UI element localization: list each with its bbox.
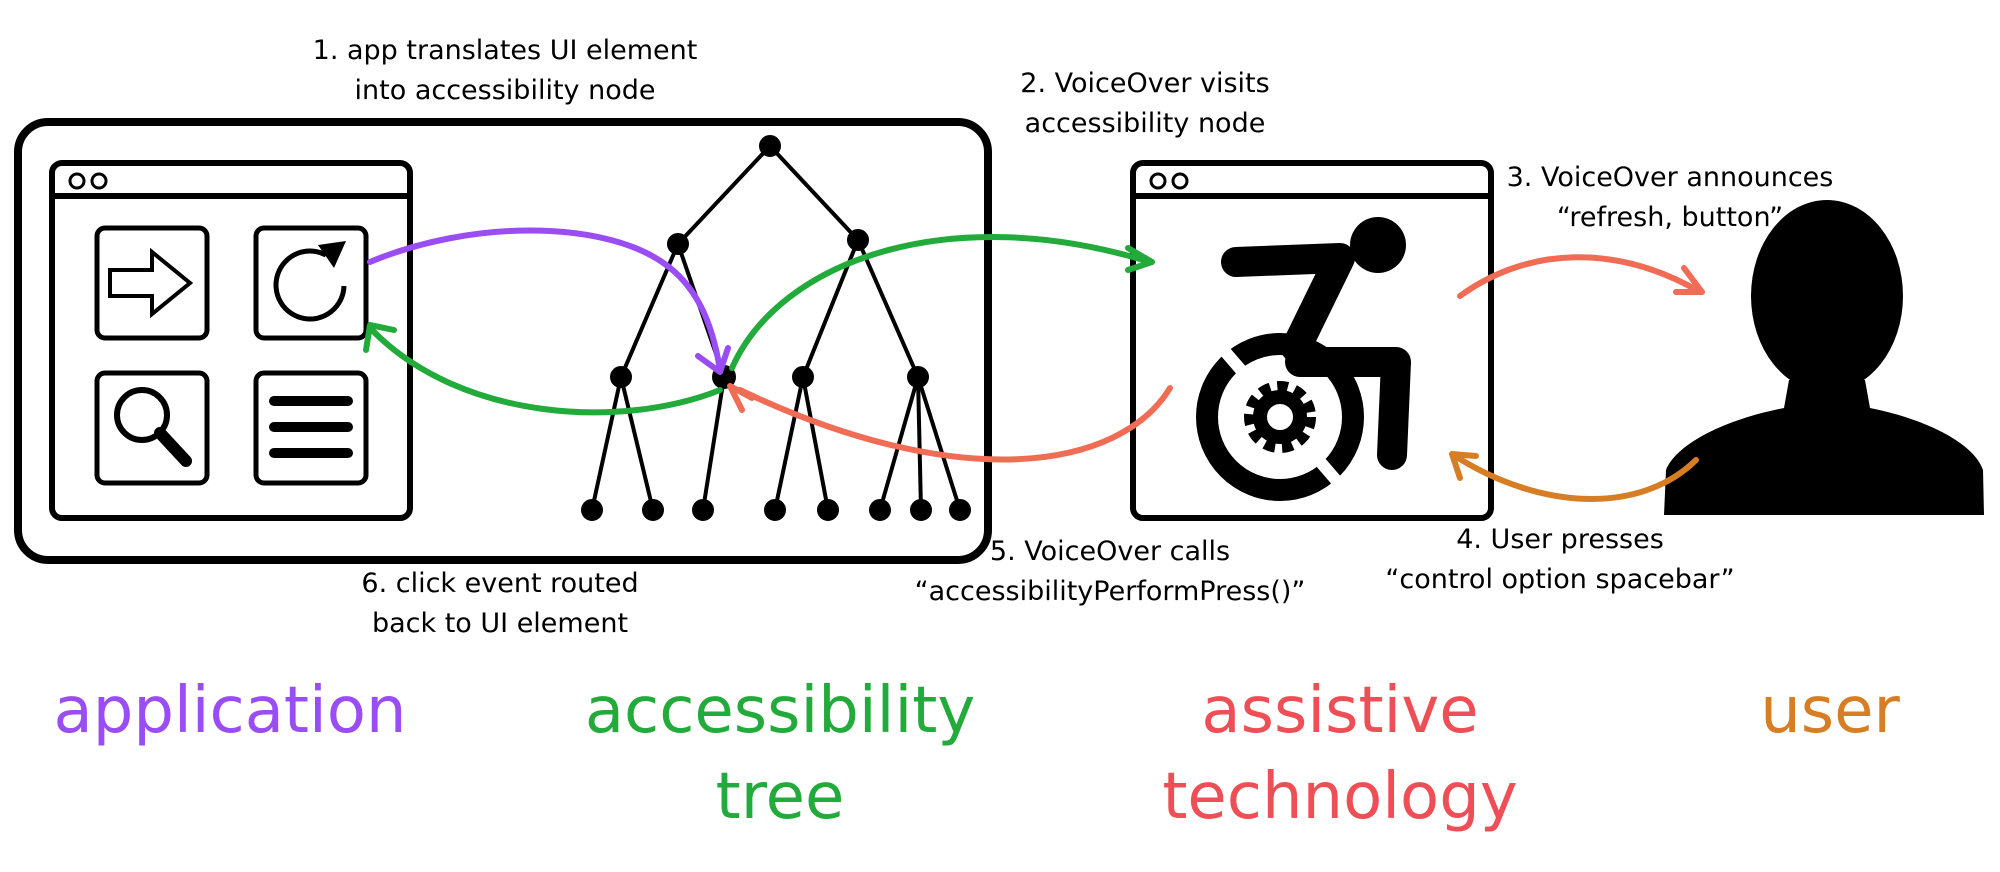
category-user-line-1: user (1760, 674, 1900, 748)
search-icon (114, 387, 192, 467)
person-silhouette-icon (1664, 200, 1984, 515)
accessibility-tree (581, 135, 971, 521)
step-5-line-1: 5. VoiceOver calls (989, 536, 1231, 567)
arrow-ui-to-node (367, 227, 723, 373)
assistive-technology-window (1130, 160, 1494, 521)
tree-leaf (817, 499, 839, 521)
tree-node (667, 233, 689, 255)
step-1-label: 1. app translates UI element into access… (270, 31, 740, 111)
accessible-wheelchair-icon (1196, 217, 1411, 501)
tree-node (610, 366, 632, 388)
step-4-label: 4. User presses “control option spacebar… (1350, 520, 1770, 600)
category-assistive-technology-line-2: technology (1162, 760, 1518, 834)
application-frame (14, 118, 992, 564)
search-tile[interactable] (94, 370, 210, 486)
category-application: application (40, 668, 420, 754)
tree-node (907, 366, 929, 388)
step-2-label: 2. VoiceOver visits accessibility node (975, 64, 1315, 144)
step-2-line-1: 2. VoiceOver visits (1020, 68, 1270, 99)
step-3-line-1: 3. VoiceOver announces (1506, 162, 1834, 193)
step-2-line-2: accessibility node (1024, 108, 1266, 139)
step-6-line-2: back to UI element (371, 608, 629, 639)
app-window (49, 160, 413, 521)
arrow-at-to-user (1457, 254, 1703, 299)
window-dot-icon (90, 172, 108, 190)
menu-tile[interactable] (253, 370, 369, 486)
category-assistive-technology-line-1: assistive (1201, 674, 1479, 748)
window-dot-icon (1149, 172, 1167, 190)
tree-node (847, 229, 869, 251)
step-6-line-1: 6. click event routed (361, 568, 639, 599)
arrow-node-to-at (729, 234, 1153, 371)
tree-leaf (581, 499, 603, 521)
tree-leaf (764, 499, 786, 521)
tree-leaf (869, 499, 891, 521)
step-3-label: 3. VoiceOver announces “refresh, button” (1480, 158, 1860, 238)
step-1-line-2: into accessibility node (354, 75, 656, 106)
step-6-label: 6. click event routed back to UI element (330, 564, 670, 644)
tree-node (759, 135, 781, 157)
step-4-line-1: 4. User presses (1456, 524, 1664, 555)
tree-leaf (910, 499, 932, 521)
step-4-line-2: “control option spacebar” (1385, 564, 1735, 595)
category-user: user (1700, 668, 1960, 754)
category-assistive-technology: assistive technology (1130, 668, 1550, 840)
tree-node (792, 366, 814, 388)
menu-icon (269, 396, 353, 458)
category-accessibility-tree-line-1: accessibility (584, 674, 976, 748)
category-accessibility-tree: accessibility tree (570, 668, 990, 840)
tree-leaf (692, 499, 714, 521)
refresh-icon (273, 248, 347, 322)
arrow-right-icon (108, 247, 194, 319)
step-5-label: 5. VoiceOver calls “accessibilityPerform… (880, 532, 1340, 612)
window-dot-icon (68, 172, 86, 190)
category-accessibility-tree-line-2: tree (715, 760, 845, 834)
step-1-line-1: 1. app translates UI element (312, 35, 698, 66)
step-5-line-2: “accessibilityPerformPress()” (914, 576, 1306, 607)
category-application-line-1: application (53, 674, 407, 748)
arrow-right-tile[interactable] (94, 225, 210, 341)
tree-leaf (642, 499, 664, 521)
arrow-user-to-at (1452, 453, 1699, 502)
arrow-node-to-ui (369, 327, 723, 416)
tree-leaf (949, 499, 971, 521)
refresh-tile[interactable] (253, 225, 369, 341)
step-3-line-2: “refresh, button” (1556, 202, 1784, 233)
window-dot-icon (1171, 172, 1189, 190)
arrow-at-to-node (737, 385, 1173, 463)
